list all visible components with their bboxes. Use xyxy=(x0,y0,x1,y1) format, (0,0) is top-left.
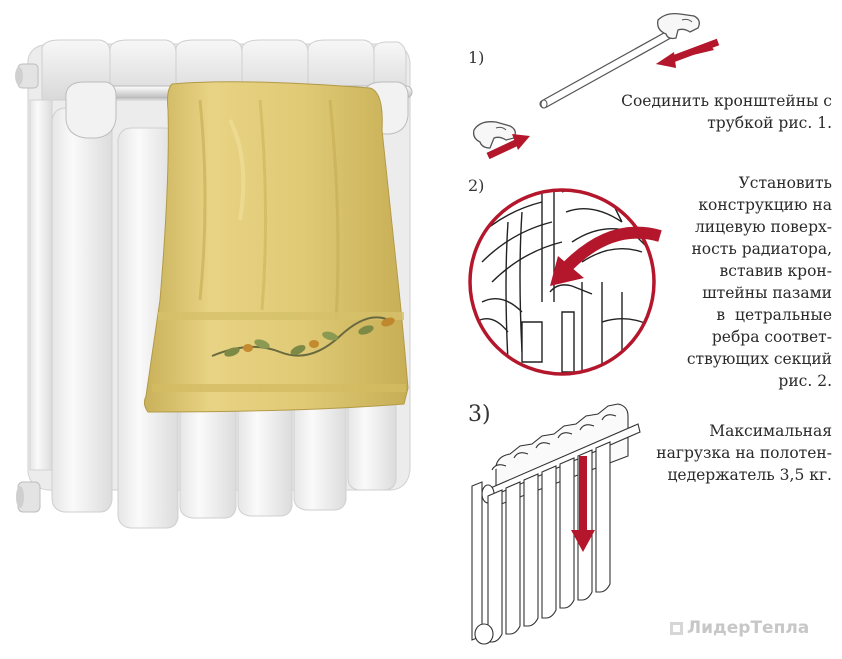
caption-line: рис. 2. xyxy=(778,372,832,390)
caption-line: конструкцию на xyxy=(698,196,832,214)
caption-line: Соединить кронштейны с xyxy=(621,92,832,110)
step-3-number: 3) xyxy=(468,402,491,427)
caption-line: цедержатель 3,5 кг. xyxy=(667,466,832,484)
caption-line: ствующих секций xyxy=(686,350,832,368)
arrow-icon xyxy=(563,226,662,271)
logo: ЛидерТепла xyxy=(670,618,809,638)
radiator-line-drawing xyxy=(471,403,641,645)
zoom-circle-icon xyxy=(468,188,662,376)
caption-line: в цетральные xyxy=(716,306,832,324)
caption-line: вставив крон- xyxy=(719,262,832,280)
caption-line: Максимальная xyxy=(709,422,832,440)
logo-square-icon xyxy=(670,621,683,635)
logo-text: ЛидерТепла xyxy=(687,618,810,638)
step1-drawing xyxy=(472,12,720,160)
bracket-icon xyxy=(472,121,516,149)
radiator-illustration xyxy=(15,39,413,529)
towel-illustration xyxy=(143,81,409,413)
step-1-caption: Соединить кронштейны с трубкой рис. 1. xyxy=(532,90,832,134)
radiator-side xyxy=(29,99,53,471)
step-1-number: 1) xyxy=(468,48,485,67)
load-arrow-icon xyxy=(571,456,595,552)
tube-icon xyxy=(539,29,675,109)
step-3-caption: Максимальная нагрузка на полотен- цедерж… xyxy=(632,420,832,486)
caption-line: ность радиатора, xyxy=(691,240,832,258)
caption-line: лицевую поверх- xyxy=(694,218,832,236)
step-2-caption: Установить конструкцию на лицевую поверх… xyxy=(652,172,832,392)
radiator-fins xyxy=(51,107,397,529)
caption-line: штейны пазами xyxy=(702,284,832,302)
arrow-icon xyxy=(486,134,530,160)
caption-line: Установить xyxy=(738,174,832,192)
bracket-icon xyxy=(657,12,700,40)
caption-line: нагрузка на полотен- xyxy=(656,444,832,462)
radiator-valves xyxy=(15,63,41,513)
arrow-icon xyxy=(656,38,720,68)
step-2-number: 2) xyxy=(468,176,485,195)
caption-line: ребра соответ- xyxy=(711,328,832,346)
caption-line: трубкой рис. 1. xyxy=(707,114,832,132)
